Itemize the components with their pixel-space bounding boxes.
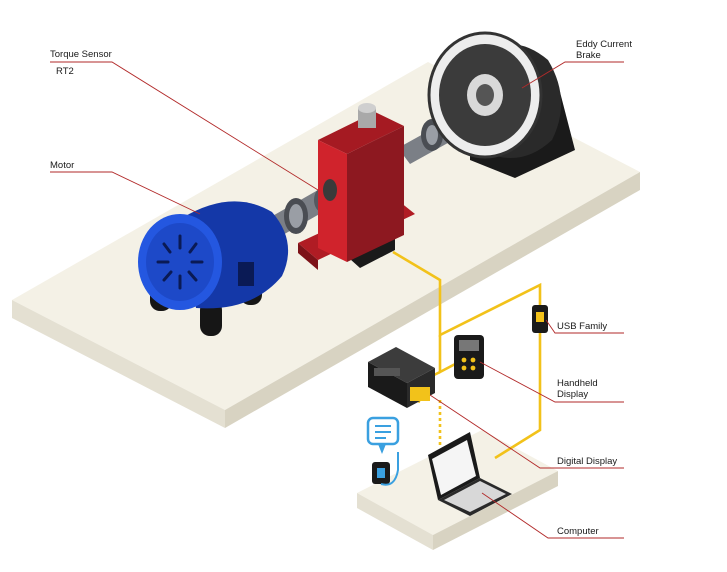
chat-bubble-icon	[366, 416, 400, 454]
label-handheld-line2: Display	[557, 389, 589, 400]
label-handheld-line1: Handheld	[557, 378, 598, 389]
motor	[138, 201, 289, 336]
label-usb-family: USB Family	[557, 321, 608, 332]
label-motor: Motor	[50, 160, 75, 171]
label-computer: Computer	[557, 526, 599, 537]
leader-lines	[50, 61, 624, 539]
laptop-computer	[428, 432, 512, 516]
label-eddy-current-line2: Brake	[576, 50, 601, 61]
eddy-current-brake	[427, 31, 575, 178]
label-torque-sensor: Torque Sensor	[50, 49, 112, 60]
torque-sensor	[298, 103, 415, 270]
usb-cable	[380, 452, 399, 486]
usb-plug	[372, 462, 390, 484]
digital-display	[368, 347, 435, 408]
label-digital-display: Digital Display	[557, 456, 618, 467]
label-eddy-current-line1: Eddy Current	[576, 39, 632, 50]
label-torque-model: RT2	[56, 66, 74, 77]
handheld-display	[454, 335, 484, 379]
usb-device	[532, 305, 548, 333]
